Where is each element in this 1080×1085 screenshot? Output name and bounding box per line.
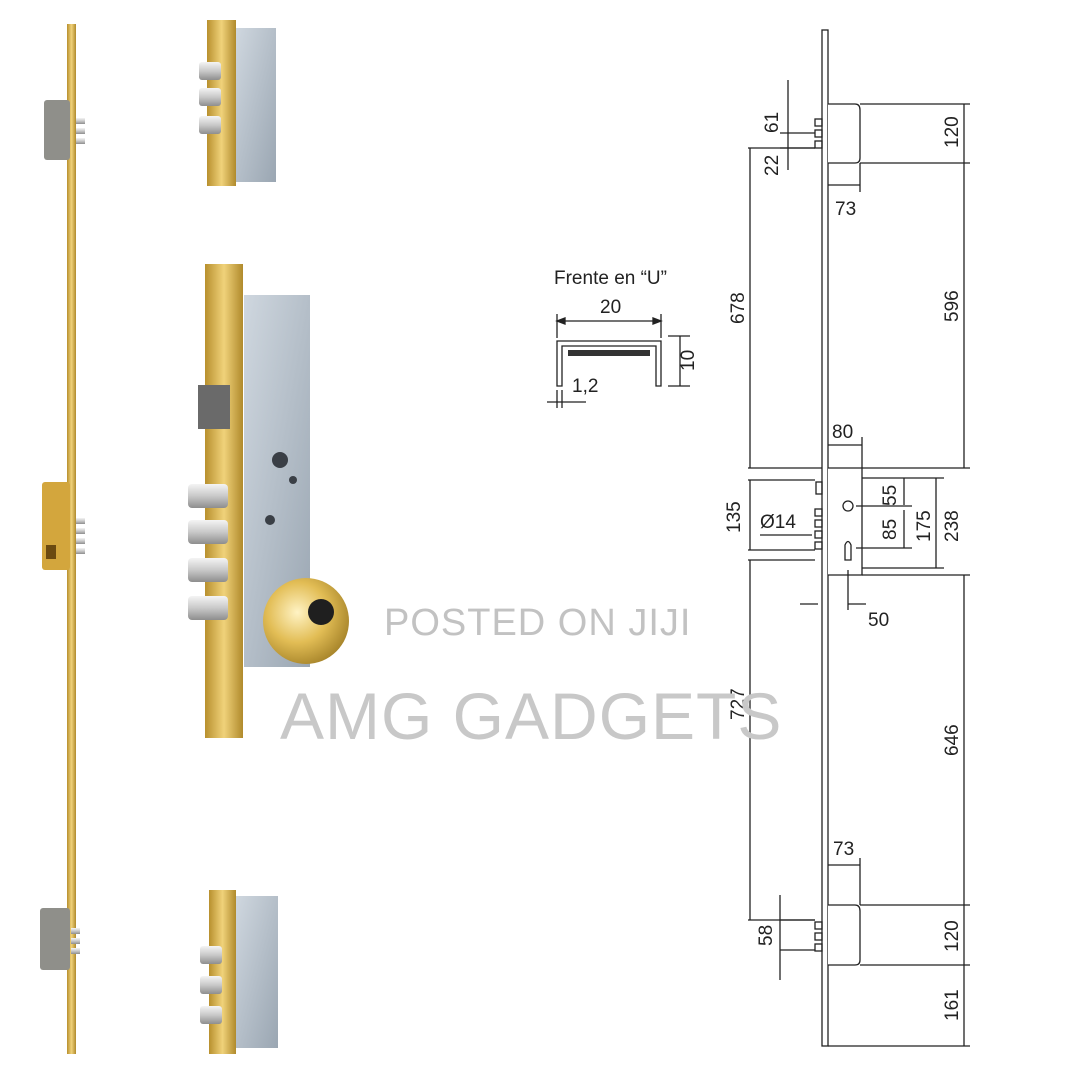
- profile-height: 10: [678, 350, 699, 371]
- top-lock-closeup: [199, 20, 276, 186]
- keyhole: [308, 599, 334, 625]
- lock-faceplate-strip: [67, 24, 76, 1054]
- dim-bottom-box-width: 73: [833, 839, 854, 860]
- dim-main-box-238: 238: [942, 510, 963, 542]
- drawing-faceplate: [821, 29, 829, 1047]
- bottom-bolts: [71, 928, 80, 954]
- latch: [198, 385, 230, 429]
- top-closeup-case: [236, 28, 276, 182]
- dim-bottom-bolt-spacing: 58: [756, 925, 777, 946]
- drawing-bottom-box: [828, 904, 861, 966]
- dim-top-bolt-spacing: 61: [762, 112, 783, 133]
- top-lock-box: [44, 100, 70, 160]
- dim-upper-span-right: 596: [942, 290, 963, 322]
- watermark-posted-on: POSTED ON JIJI: [384, 602, 692, 644]
- dim-top-box-height: 120: [942, 116, 963, 148]
- profile-label: Frente en “U”: [554, 268, 667, 289]
- u-profile-detail: Frente en “U” 20 10 1,2: [547, 268, 699, 408]
- main-bolts: [188, 484, 228, 620]
- watermark-brand: AMG GADGETS: [280, 679, 783, 753]
- main-lock-closeup: [188, 264, 349, 738]
- central-bolts: [76, 518, 85, 554]
- bottom-closeup-faceplate: [209, 890, 236, 1054]
- drawing-main-box: [828, 467, 863, 576]
- bottom-closeup-case: [236, 896, 278, 1048]
- dim-upper-span-left: 678: [728, 292, 749, 324]
- drawing-top-box: [828, 103, 861, 164]
- cylinder-escutcheon: [263, 578, 349, 664]
- dim-lock-face: 135: [724, 501, 745, 533]
- profile-width: 20: [600, 297, 621, 318]
- dim-lower-span-right: 646: [942, 724, 963, 756]
- dim-cylinder-diameter: Ø14: [760, 512, 796, 533]
- dim-top-bolt-offset: 22: [762, 155, 783, 176]
- dim-latch-offset: 55: [880, 485, 901, 506]
- full-lock-photo: [40, 24, 85, 1054]
- dim-backset: 50: [868, 610, 889, 631]
- technical-drawing: 61 22 120 73 678 596 80 135 Ø14 55 85 17…: [724, 29, 970, 1047]
- bottom-lock-box: [40, 908, 70, 970]
- profile-thickness: 1,2: [572, 376, 598, 397]
- top-bolts: [76, 118, 85, 144]
- dim-main-box-175: 175: [914, 510, 935, 542]
- dim-bottom-box-height: 120: [942, 920, 963, 952]
- dim-main-box-width: 80: [832, 422, 853, 443]
- dim-key-offset: 85: [880, 519, 901, 540]
- dim-lower-span-left: 727: [728, 688, 749, 720]
- bottom-lock-closeup: [200, 890, 278, 1054]
- dim-top-box-width: 73: [835, 199, 856, 220]
- dim-bottom-end: 161: [942, 989, 963, 1021]
